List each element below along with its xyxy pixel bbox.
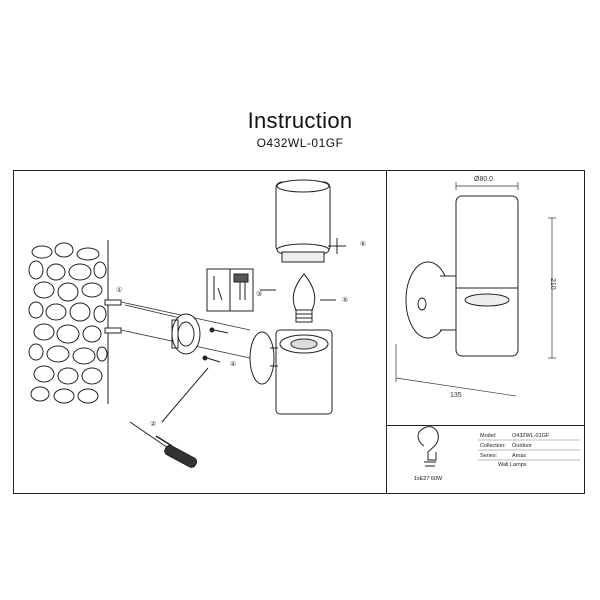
page-title: Instruction: [247, 108, 353, 133]
frame-divider-horizontal: [386, 425, 585, 426]
spec-model-value: O432WL-01GF: [512, 433, 550, 439]
bulb-caption: 1xE27 60W: [413, 476, 443, 482]
bulb-illustration: [292, 273, 316, 323]
lamp-body: [249, 329, 333, 415]
wall-anchors: [104, 299, 122, 334]
screws: [202, 327, 229, 363]
spec-series-value: Amas: [512, 453, 527, 459]
step-arrows: [260, 238, 346, 301]
spec-series-label: Series:: [480, 453, 498, 459]
spec-model-label: Model:: [480, 433, 497, 439]
stone-wall: [28, 240, 109, 404]
model-code: O432WL-01GF: [256, 136, 344, 150]
step-label-2: ②: [150, 421, 157, 428]
spec-collection-label: Collection:: [480, 443, 506, 449]
dimension-diameter: Ø80.0: [474, 176, 494, 183]
glass-diffuser: [275, 179, 331, 263]
spec-type-value: Wall Lamps: [498, 462, 527, 468]
dimension-depth: 135: [450, 392, 462, 399]
spec-collection-value: Outdoor: [512, 443, 532, 449]
frame-divider-vertical: [386, 170, 387, 494]
step-label-6: ⑥: [360, 241, 367, 248]
step-label-1: ①: [116, 287, 123, 294]
bulb-spec-icon: [417, 426, 439, 467]
mounting-bracket: [171, 313, 201, 355]
spec-table-lines: [478, 439, 580, 461]
step-label-5: ⑤: [342, 297, 349, 304]
step-label-3: ③: [256, 291, 263, 298]
dimension-drawing: [405, 195, 519, 357]
dimension-height: 210: [549, 278, 556, 290]
screwdriver: [129, 367, 209, 468]
step-label-4: ④: [230, 361, 237, 368]
dimension-lines: [395, 182, 556, 397]
instruction-frame: [13, 170, 585, 494]
wiring-detail: [206, 268, 254, 312]
